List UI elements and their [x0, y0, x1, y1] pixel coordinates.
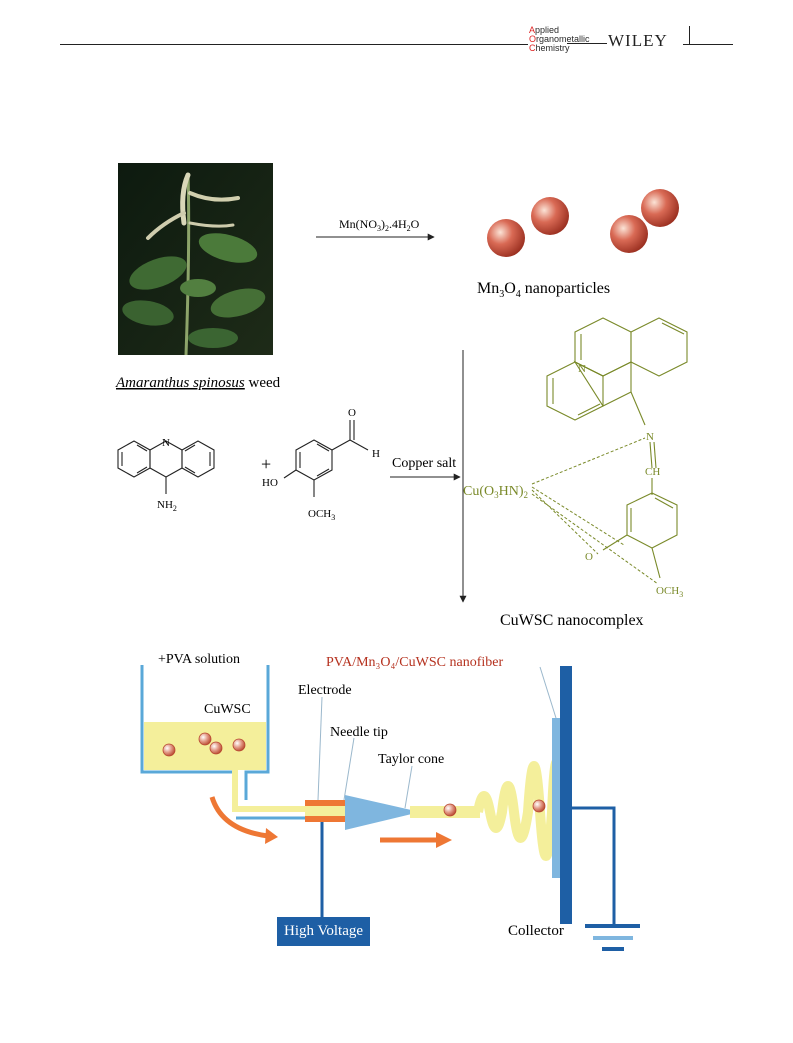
header-rule-right [683, 44, 733, 45]
reagent-mn: Mn(NO3)2.4H2O [339, 217, 420, 233]
cuwsc-label: CuWSC [204, 702, 251, 717]
aminoacridine-structure [117, 440, 215, 494]
high-voltage-label: High Voltage [277, 917, 370, 946]
ground-bar [585, 924, 640, 928]
pva-solution-fill [144, 722, 266, 770]
complex-ring-n-atom: N [578, 363, 586, 375]
plus-sign: + [261, 454, 271, 474]
amaranthus-photo [118, 163, 273, 355]
aldehyde-o-atom: O [348, 407, 356, 419]
particle [232, 738, 246, 752]
header-rule [60, 44, 528, 45]
cuwsc-nanocomplex-label: CuWSC nanocomplex [500, 612, 644, 629]
taylor-cone [345, 795, 420, 830]
mn3o4-sphere [487, 219, 525, 257]
methoxy-group: OCH3 [308, 508, 335, 522]
complex-metal-center: Cu(O3HN)2 [463, 484, 528, 500]
whipping-fiber [473, 757, 565, 861]
mn3o4-sphere [610, 215, 648, 253]
particle [532, 799, 546, 813]
aldehyde-h-atom: H [372, 448, 380, 460]
ground-wire [572, 806, 616, 924]
particle [198, 732, 212, 746]
weed-caption: Amaranthus spinosus weed [115, 375, 281, 391]
ground-bar [593, 936, 633, 940]
mn3o4-sphere [641, 189, 679, 227]
ground-bar [602, 947, 624, 951]
complex-methoxy-group: OCH3 [656, 585, 683, 599]
journal-line-applied-rest: pplied [535, 25, 560, 35]
taylor-cone-label: Taylor cone [378, 752, 444, 767]
collector-label: Collector [508, 923, 564, 939]
pva-solution-label: +PVA solution [158, 652, 240, 667]
nanofiber-label: PVA/Mn₃O₄/CuWSC nanofiber [326, 655, 503, 670]
journal-line-applied: Applied [529, 25, 560, 35]
complex-ch-group: CH [645, 466, 660, 478]
complex-o-atom: O [585, 551, 593, 563]
nh2-group: NH2 [157, 499, 177, 513]
journal-logo: Applied Organometallic Chemistry [529, 26, 590, 53]
journal-line-organometallic-rest: rganometallic [536, 34, 590, 44]
cuwsc-complex-structure [546, 317, 688, 579]
nanofiber-leader [539, 666, 557, 719]
complex-imine-n-atom: N [646, 431, 654, 443]
copper-salt-label: Copper salt [392, 456, 456, 471]
mn3o4-sphere [531, 197, 569, 235]
collector-plate [560, 666, 572, 924]
vanillin-structure [283, 420, 369, 497]
particle [162, 743, 176, 757]
flow-arrow-curve [209, 796, 269, 839]
flow-arrow-head [265, 828, 278, 844]
needle-tip-label: Needle tip [330, 725, 388, 740]
nanofiber-mat [552, 718, 560, 878]
electrode-label: Electrode [298, 683, 352, 698]
publisher-dash [567, 43, 607, 44]
mn3o4-label: Mn3O4 nanoparticles [477, 280, 610, 300]
needle-leader [343, 737, 355, 801]
particle [443, 803, 457, 817]
coordination-bonds [531, 437, 659, 585]
taylor-leader [404, 765, 413, 809]
electrode-leader [317, 696, 323, 801]
particle [209, 741, 223, 755]
publisher-logo: WILEY [608, 31, 668, 50]
header-tick [689, 26, 690, 45]
electrode-core [305, 806, 345, 816]
flow-arrow-head [436, 832, 452, 848]
hydroxyl-group: HO [262, 477, 278, 489]
syringe-outline-right [244, 665, 270, 800]
acridine-n-atom: N [162, 437, 170, 449]
journal-line-chemistry: Chemistry [529, 43, 570, 53]
journal-line-organometallic: Organometallic [529, 34, 590, 44]
journal-line-chemistry-rest: hemistry [535, 43, 570, 53]
